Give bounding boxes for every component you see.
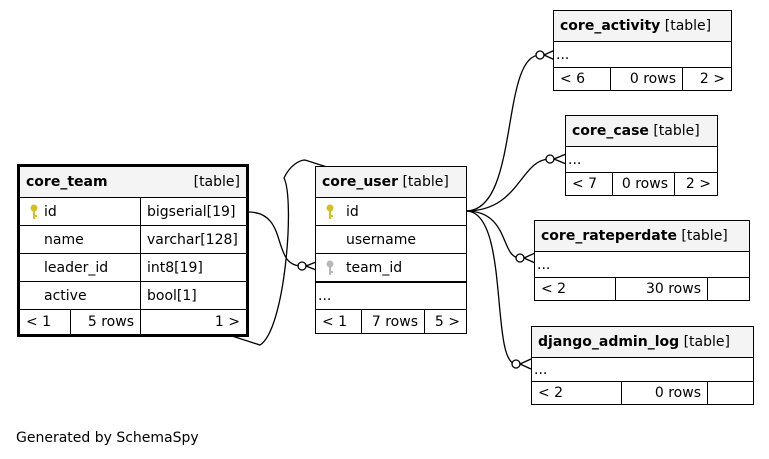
- link-user-to-activity: [465, 54, 541, 212]
- children-count[interactable]: [707, 278, 749, 300]
- parents-count[interactable]: < 7: [572, 176, 598, 192]
- table-type: [table]: [402, 174, 449, 190]
- row-count: 7 rows: [361, 310, 424, 333]
- table-footer: < 2 0 rows: [532, 381, 753, 404]
- table-header: core_team [table]: [20, 167, 246, 197]
- table-type: [table]: [683, 334, 730, 350]
- column-name: username: [346, 231, 416, 248]
- row-count: 0 rows: [612, 173, 674, 195]
- column-row: id bigserial[19]: [20, 197, 246, 225]
- column-name: active: [44, 287, 87, 304]
- table-header: core_case [table]: [566, 116, 717, 146]
- row-count: 30 rows: [615, 278, 707, 300]
- parents-count[interactable]: < 1: [322, 313, 348, 330]
- children-count[interactable]: 2 >: [674, 173, 717, 195]
- table-core-case[interactable]: core_case [table] ... < 7 0 rows 2 >: [565, 115, 718, 196]
- link-user-to-rateperdate: [465, 210, 521, 259]
- column-row: team_id: [316, 253, 466, 281]
- link-end-marker: [511, 359, 521, 369]
- table-core-team[interactable]: core_team [table] id bigserial[19] name …: [17, 164, 249, 337]
- column-name: name: [44, 231, 84, 248]
- table-header: core_activity [table]: [554, 11, 731, 41]
- table-header: core_user [table]: [316, 167, 466, 197]
- table-core-rateperdate[interactable]: core_rateperdate [table] ... < 2 30 rows: [534, 220, 750, 301]
- row-count: 0 rows: [621, 382, 707, 404]
- column-name: team_id: [346, 259, 403, 276]
- link-end-marker: [515, 253, 525, 263]
- table-footer: < 1 7 rows 5 >: [316, 309, 466, 333]
- table-type: [table]: [193, 174, 240, 190]
- table-footer: < 2 30 rows: [535, 277, 749, 300]
- children-count[interactable]: 2 >: [682, 68, 731, 90]
- table-core-activity[interactable]: core_activity [table] ... < 6 0 rows 2 >: [553, 10, 732, 91]
- link-end-marker: [545, 154, 555, 164]
- table-footer: < 6 0 rows 2 >: [554, 67, 731, 90]
- column-type: bool[1]: [140, 282, 246, 309]
- column-row: id: [316, 197, 466, 225]
- children-count[interactable]: 1 >: [140, 310, 246, 334]
- column-type: varchar[128]: [140, 226, 246, 253]
- table-footer: < 1 5 rows 1 >: [20, 309, 246, 334]
- link-user-to-case: [465, 158, 551, 212]
- table-name: core_user: [322, 174, 399, 190]
- table-name: core_rateperdate: [541, 228, 677, 244]
- column-row: leader_id int8[19]: [20, 253, 246, 281]
- more-columns: ...: [566, 146, 717, 172]
- more-columns: ...: [532, 357, 753, 381]
- column-row: username: [316, 225, 466, 253]
- children-count[interactable]: [707, 382, 753, 404]
- row-count: 0 rows: [610, 68, 682, 90]
- table-type: [table]: [681, 228, 728, 244]
- table-name: core_team: [26, 174, 108, 190]
- link-user-to-adminlog: [465, 210, 517, 365]
- primary-key-icon: [320, 204, 340, 220]
- table-django-admin-log[interactable]: django_admin_log [table] ... < 2 0 rows: [531, 326, 754, 405]
- more-columns: ...: [316, 281, 466, 309]
- foreign-key-icon: [320, 260, 340, 276]
- row-count: 5 rows: [70, 310, 140, 334]
- table-type: [table]: [653, 123, 700, 139]
- table-name: core_case: [572, 123, 649, 139]
- table-footer: < 7 0 rows 2 >: [566, 172, 717, 195]
- more-columns: ...: [554, 41, 731, 67]
- generated-by-text: Generated by SchemaSpy: [16, 430, 199, 446]
- link-end-marker: [297, 261, 307, 271]
- primary-key-icon: [24, 204, 44, 220]
- table-name: django_admin_log: [538, 334, 680, 350]
- column-type: int8[19]: [140, 254, 246, 281]
- link-team-to-user: [247, 211, 303, 267]
- crowfoot-marker: [519, 358, 532, 370]
- table-header: core_rateperdate [table]: [535, 221, 749, 251]
- children-count[interactable]: 5 >: [424, 310, 466, 333]
- parents-count[interactable]: < 6: [560, 71, 586, 87]
- link-end-marker: [535, 50, 545, 60]
- table-type: [table]: [664, 18, 712, 34]
- parents-count[interactable]: < 2: [541, 281, 567, 297]
- table-name: core_activity: [560, 18, 661, 34]
- column-type: bigserial[19]: [140, 198, 246, 225]
- column-row: name varchar[128]: [20, 225, 246, 253]
- column-name: id: [44, 203, 57, 220]
- parents-count[interactable]: < 2: [538, 385, 564, 401]
- table-header: django_admin_log [table]: [532, 327, 753, 357]
- column-row: active bool[1]: [20, 281, 246, 309]
- column-name: id: [346, 203, 359, 220]
- more-columns: ...: [535, 251, 749, 277]
- column-name: leader_id: [44, 259, 109, 276]
- table-core-user[interactable]: core_user [table] id username team_id ..…: [315, 166, 467, 334]
- parents-count[interactable]: < 1: [26, 314, 52, 330]
